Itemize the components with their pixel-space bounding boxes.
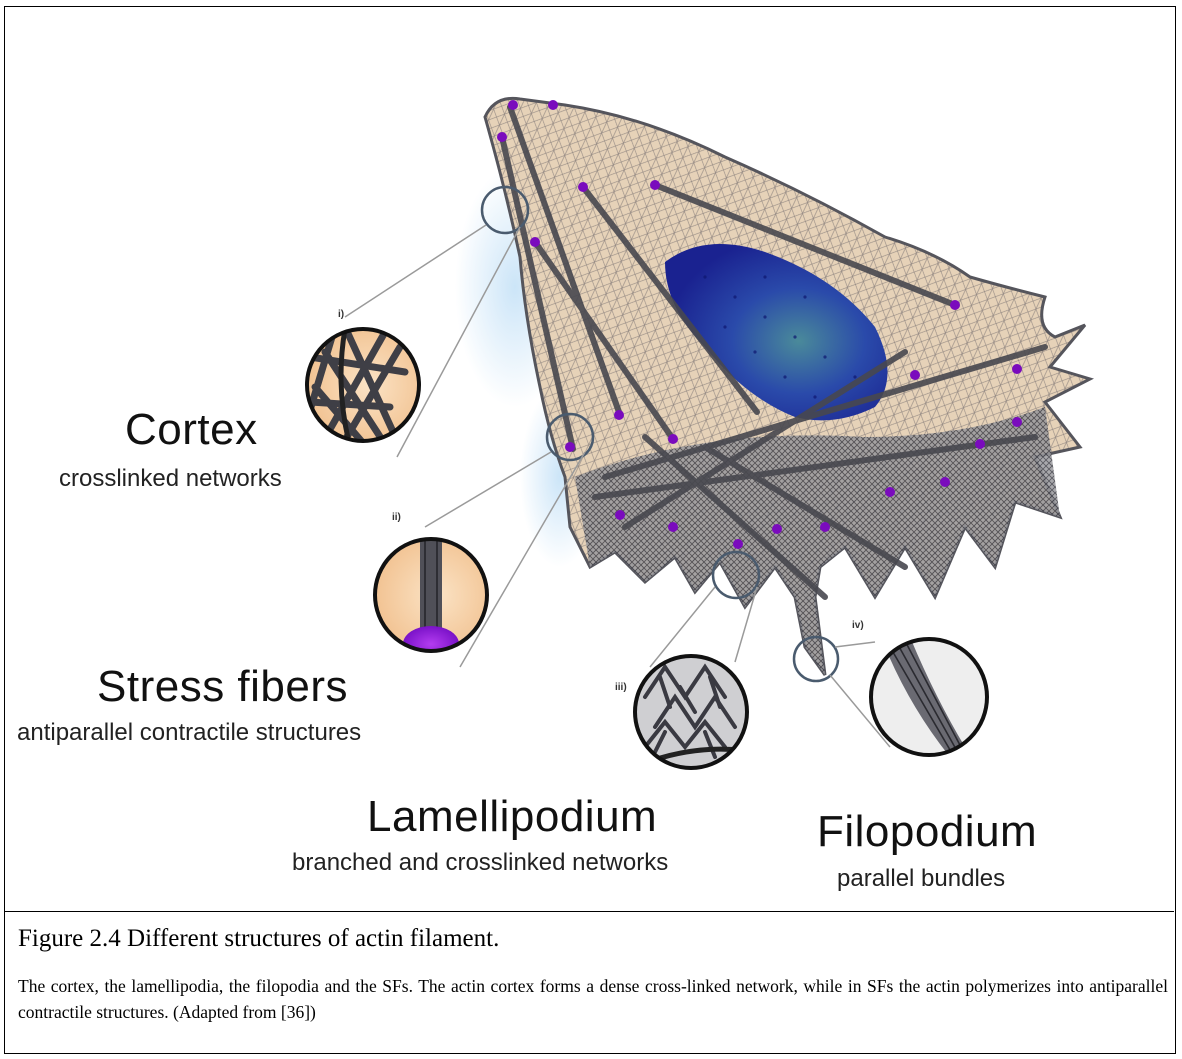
- inset-filopodium: [871, 637, 987, 758]
- numeral-iv: iv): [852, 620, 864, 631]
- label-cortex-title: Cortex: [125, 405, 258, 455]
- label-stress-fibers-title: Stress fibers: [97, 662, 348, 712]
- label-filopodium-subtitle: parallel bundles: [837, 865, 1005, 893]
- cell-illustration: [5, 7, 1174, 910]
- numeral-ii: ii): [392, 512, 401, 523]
- numeral-i: i): [338, 309, 344, 320]
- figure-caption-title: Figure 2.4 Different structures of actin…: [18, 925, 499, 953]
- label-lamellipodium-title: Lamellipodium: [367, 792, 657, 842]
- label-stress-fibers-subtitle: antiparallel contractile structures: [17, 719, 361, 747]
- inset-lamellipodium: [635, 656, 755, 768]
- figure-illustration: i) ii) iii) iv) Cortex crosslinked netwo…: [5, 7, 1174, 912]
- inset-cortex: [305, 327, 419, 457]
- numeral-iii: iii): [615, 682, 627, 693]
- label-lamellipodium-subtitle: branched and crosslinked networks: [292, 849, 668, 877]
- figure-frame: i) ii) iii) iv) Cortex crosslinked netwo…: [4, 6, 1176, 1054]
- label-cortex-subtitle: crosslinked networks: [59, 465, 282, 493]
- label-filopodium-title: Filopodium: [817, 807, 1037, 857]
- figure-caption-body: The cortex, the lamellipodia, the filopo…: [18, 973, 1168, 1025]
- inset-stress-fiber: [375, 532, 487, 662]
